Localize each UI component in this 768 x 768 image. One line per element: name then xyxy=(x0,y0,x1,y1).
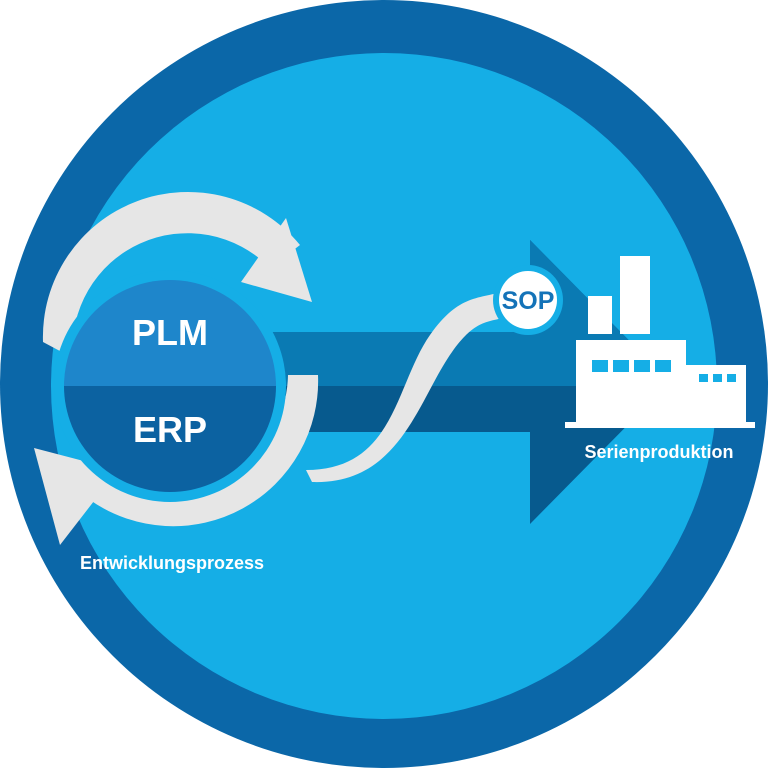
factory-chimney-tall xyxy=(620,256,650,334)
process-arrow xyxy=(255,240,670,524)
process-arrow-upper xyxy=(255,240,670,386)
sop-label: SOP xyxy=(502,287,555,315)
cycle-arrowhead-top xyxy=(241,218,312,302)
core-bottom-label: ERP xyxy=(133,409,207,450)
cycle-caption: Entwicklungsprozess xyxy=(80,553,264,573)
core-disc: PLM ERP xyxy=(54,270,286,502)
sop-badge-icon: SOP xyxy=(493,265,563,335)
factory-icon xyxy=(565,256,755,428)
factory-base xyxy=(565,422,755,428)
factory-chimney-short xyxy=(588,296,612,334)
transition-curve xyxy=(306,290,514,483)
cycle-arc-top xyxy=(42,191,301,358)
core-disc-top xyxy=(64,280,276,386)
factory-caption: Serienproduktion xyxy=(584,442,733,462)
core-top-label: PLM xyxy=(132,312,208,353)
core-disc-bottom xyxy=(64,386,276,492)
factory-windows xyxy=(592,360,736,382)
